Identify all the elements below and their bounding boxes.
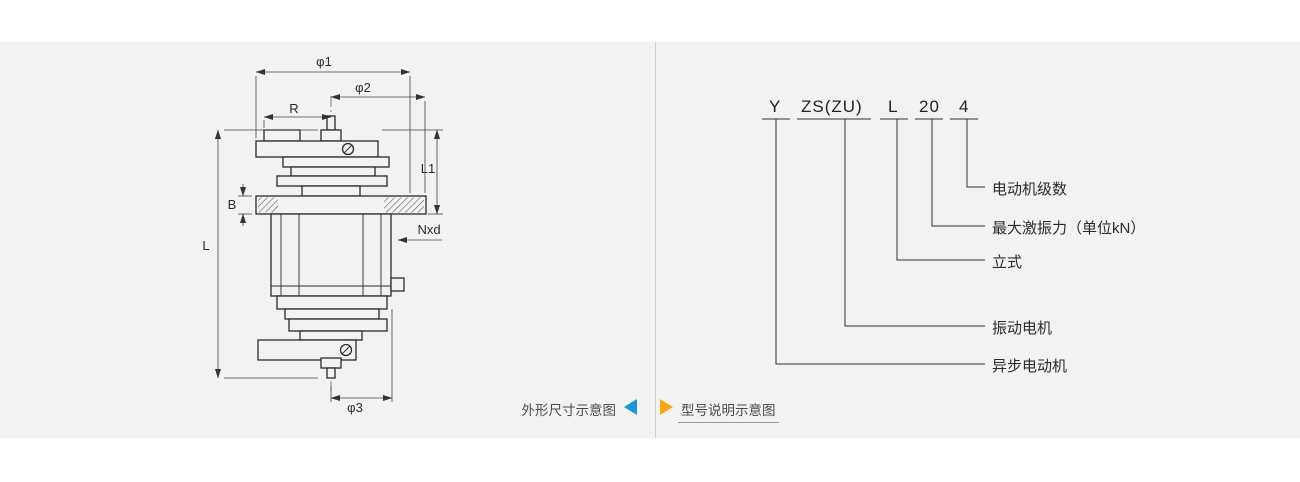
model-code-zs: ZS(ZU) (801, 97, 863, 116)
dim-label-phi2: φ2 (355, 80, 371, 95)
dimension-lines (214, 68, 443, 402)
caption-outline-dimensions: 外形尺寸示意图 (521, 403, 617, 418)
label-async-motor: 异步电动机 (992, 358, 1068, 375)
dim-label-l1: L1 (420, 161, 436, 176)
motor-drawing (255, 96, 427, 392)
panel-divider (655, 42, 656, 438)
dim-label-phi3: φ3 (347, 400, 363, 415)
yellow-right-arrow-icon (660, 399, 673, 415)
label-max-exciting-force: 最大激振力（单位kN） (992, 220, 1146, 237)
caption-model-explanation: 型号说明示意图 (678, 399, 779, 423)
label-vertical-type: 立式 (992, 254, 1023, 271)
model-code-l: L (888, 97, 899, 116)
model-code-poles: 4 (959, 97, 970, 116)
blue-left-arrow-icon (624, 399, 637, 415)
label-vibration-motor: 振动电机 (992, 320, 1053, 337)
dim-label-l: L (202, 238, 210, 253)
label-motor-poles: 电动机级数 (992, 181, 1068, 198)
model-code-connectors (762, 118, 985, 365)
dim-label-r: R (289, 101, 299, 116)
dim-label-phi1: φ1 (316, 54, 332, 69)
model-code-force: 20 (919, 97, 940, 116)
dim-label-nxd: Nxd (417, 222, 441, 237)
dim-label-b: B (227, 197, 237, 212)
model-code-y: Y (769, 97, 782, 116)
